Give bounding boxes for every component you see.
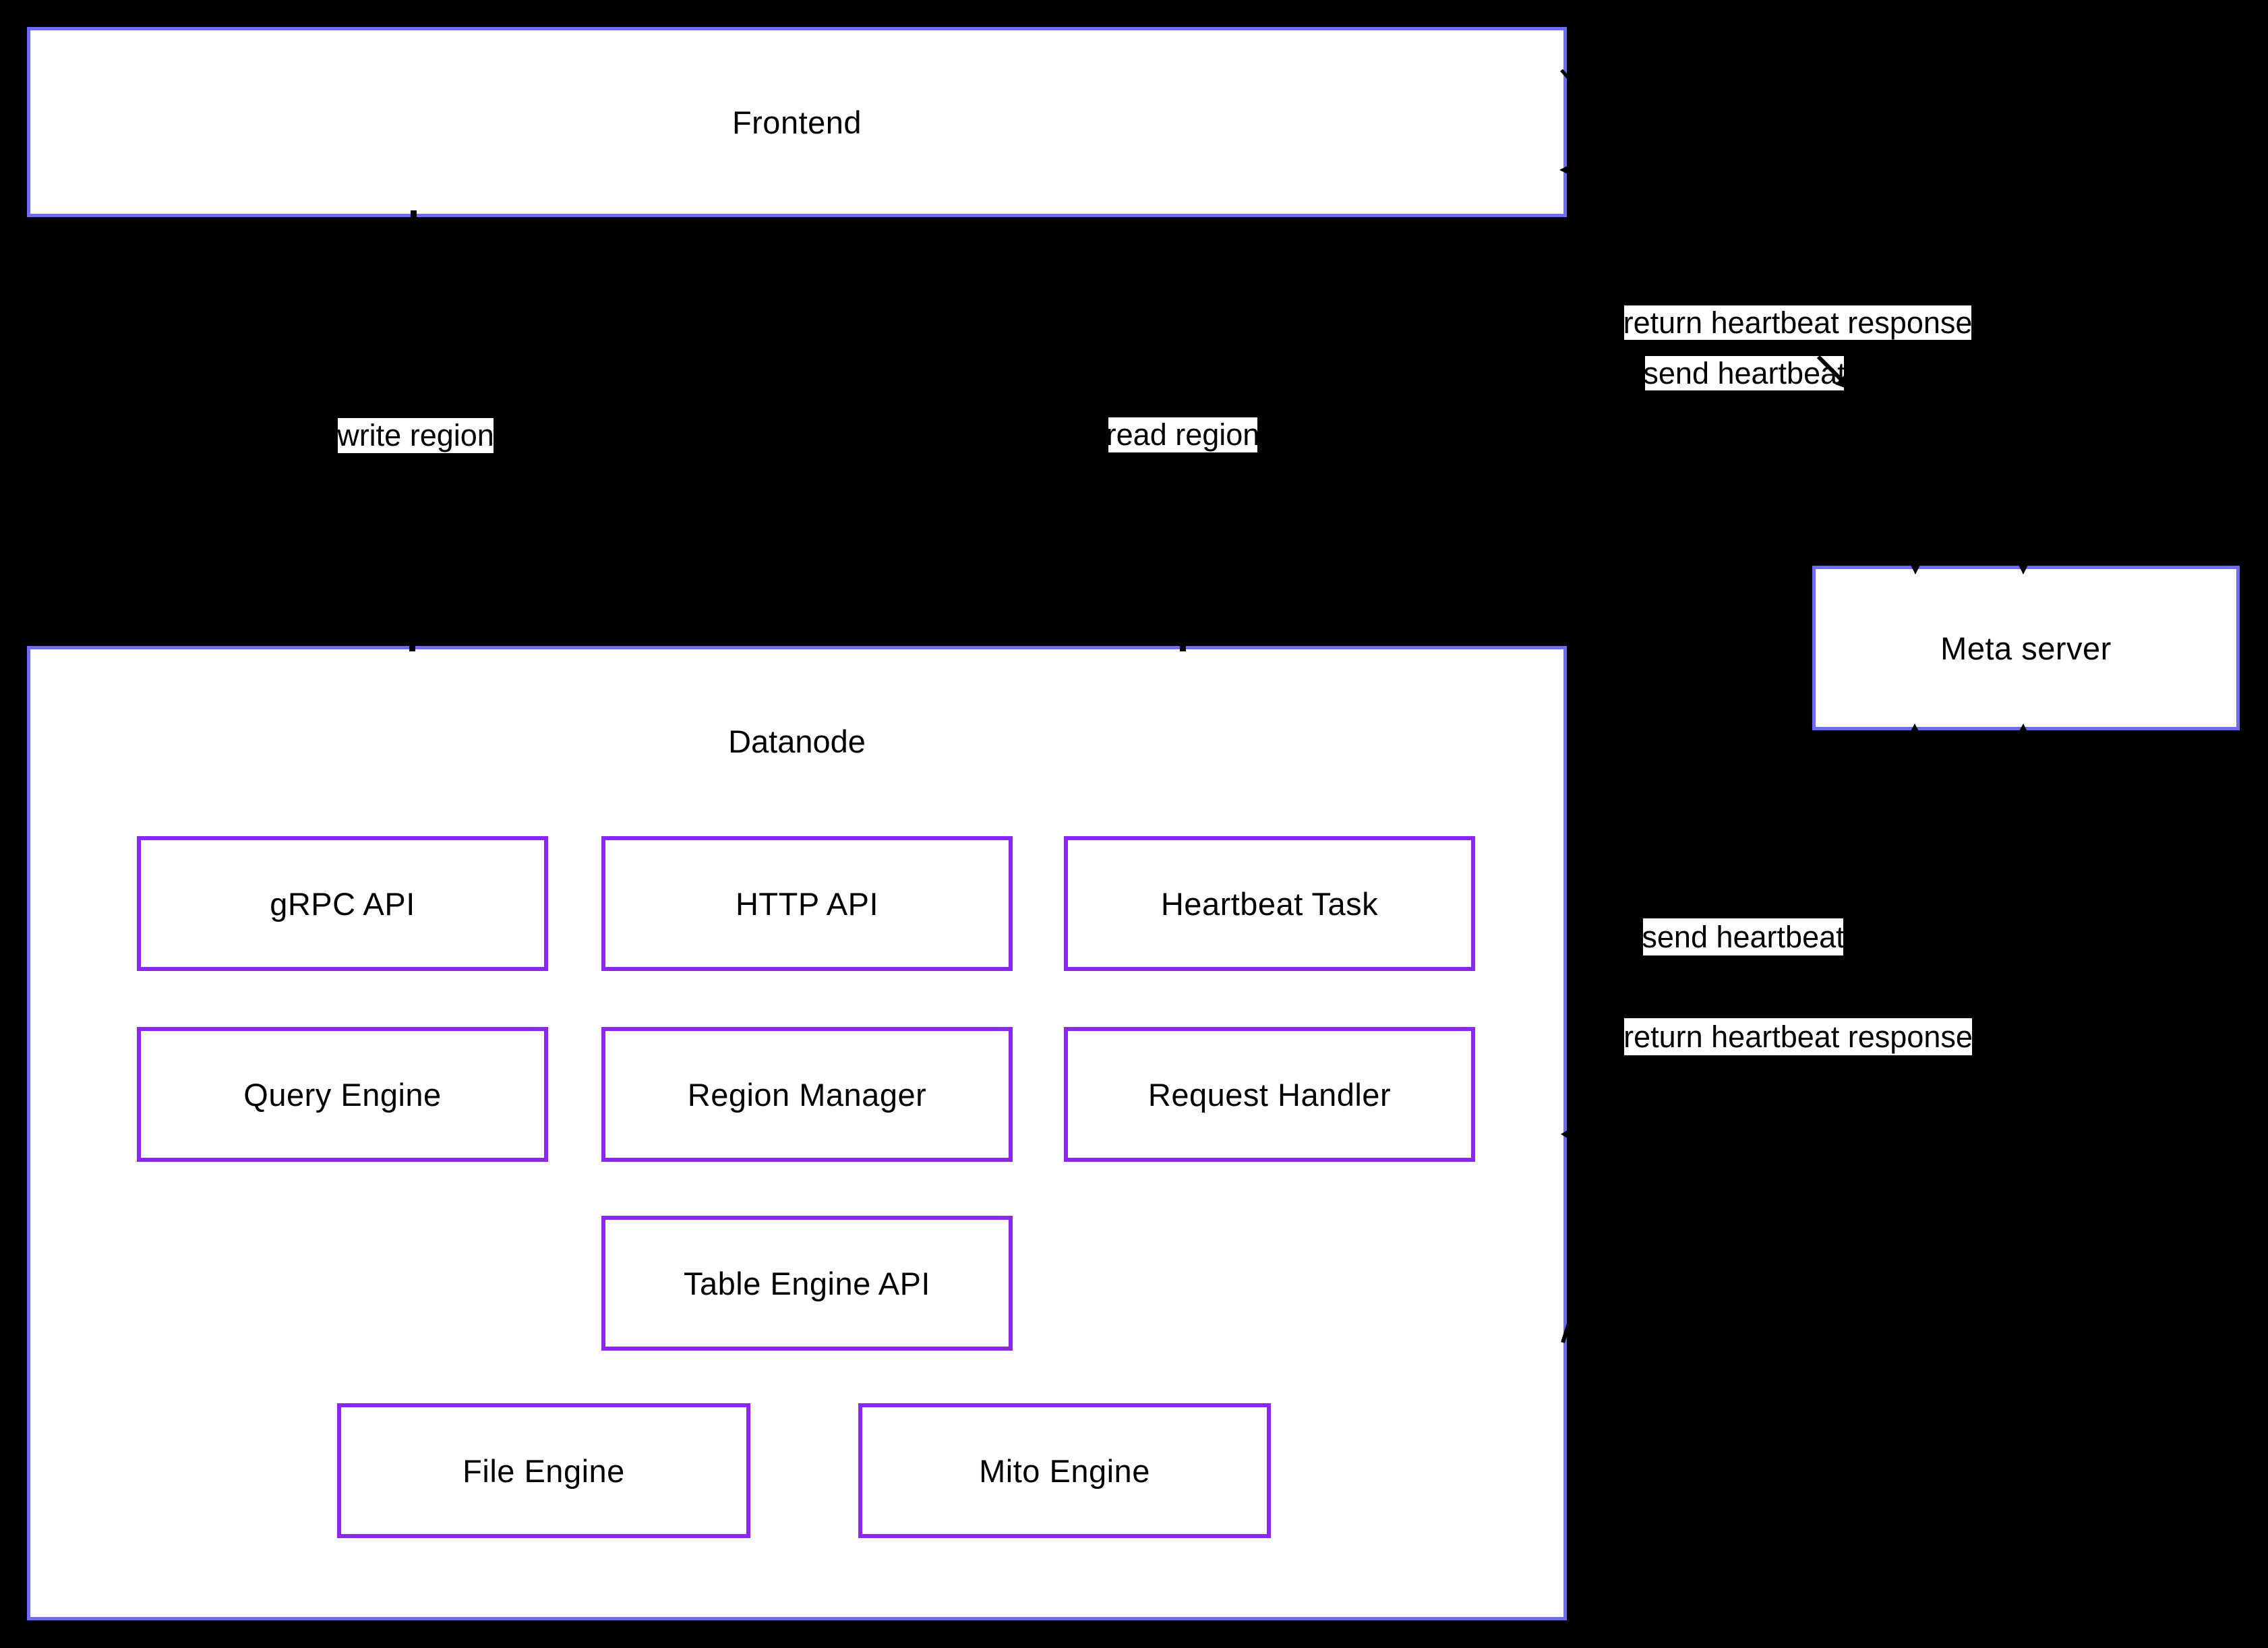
request-handler-label: Request Handler xyxy=(1147,1076,1392,1113)
edge-label-read-region: read region xyxy=(1106,417,1260,452)
datanode-label: Datanode xyxy=(728,724,866,759)
heartbeat-task-box: Heartbeat Task xyxy=(1064,836,1475,971)
edge-label-send-heartbeat-datanode: send heartbeat xyxy=(1642,918,1845,955)
file-engine-label: File Engine xyxy=(462,1452,625,1489)
grpc-api-label: gRPC API xyxy=(270,885,415,922)
mito-engine-label: Mito Engine xyxy=(979,1452,1150,1489)
edge-label-return-heartbeat-frontend: return heartbeat response xyxy=(1623,305,1973,340)
heartbeat-task-label: Heartbeat Task xyxy=(1160,885,1379,922)
grpc-api-box: gRPC API xyxy=(137,836,548,971)
table-engine-api-box: Table Engine API xyxy=(601,1216,1013,1351)
frontend-label: Frontend xyxy=(732,104,862,140)
query-engine-label: Query Engine xyxy=(243,1076,442,1113)
file-engine-box: File Engine xyxy=(337,1403,750,1538)
edge-label-write-region: write region xyxy=(337,418,494,453)
edge-label-return-heartbeat-datanode: return heartbeat response xyxy=(1623,1018,1973,1055)
region-manager-box: Region Manager xyxy=(601,1027,1013,1162)
meta-server-label: Meta server xyxy=(1940,630,2112,666)
http-api-label: HTTP API xyxy=(735,885,879,922)
query-engine-box: Query Engine xyxy=(137,1027,548,1162)
frontend-box: Frontend xyxy=(27,27,1567,217)
table-engine-api-label: Table Engine API xyxy=(684,1265,930,1301)
mito-engine-box: Mito Engine xyxy=(858,1403,1271,1538)
http-api-box: HTTP API xyxy=(601,836,1013,971)
request-handler-box: Request Handler xyxy=(1064,1027,1475,1162)
edge-label-send-heartbeat-frontend: send heartbeat xyxy=(1643,355,1846,390)
region-manager-label: Region Manager xyxy=(687,1076,927,1113)
meta-server-box: Meta server xyxy=(1812,566,2240,730)
